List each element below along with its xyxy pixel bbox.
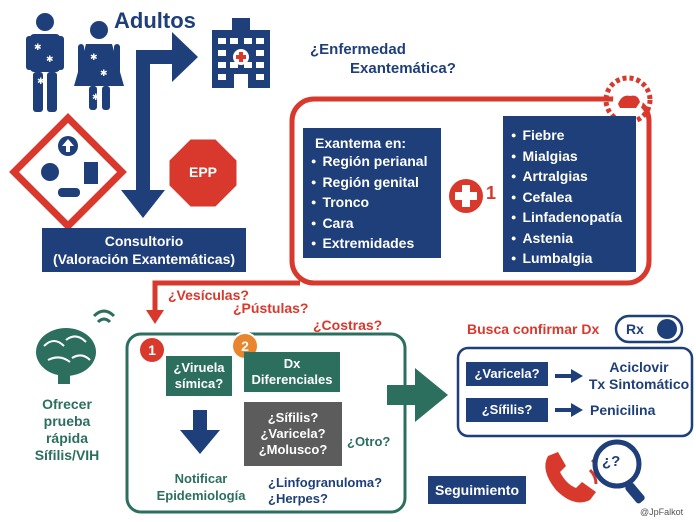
badge-2-label: 2 xyxy=(241,338,249,354)
notificar-label: Notificar Epidemiología xyxy=(146,470,256,504)
down-arrow-icon xyxy=(180,410,220,454)
right-arrow-icon xyxy=(387,368,448,422)
exantema-item: Extremidades xyxy=(311,234,441,255)
svg-text:✱: ✱ xyxy=(100,69,108,79)
symptoms-list: Fiebre Mialgias Artralgias Cefalea Linfa… xyxy=(511,126,636,270)
answer-line: Tx Sintomático xyxy=(588,376,690,392)
ofrecer-line: Sífilis/VIH xyxy=(34,447,100,463)
symptoms-frame xyxy=(289,96,652,286)
seguimiento-box: Seguimiento xyxy=(428,476,526,504)
symptom-item: Linfadenopatía xyxy=(511,208,636,229)
svg-text:✱: ✱ xyxy=(92,93,100,103)
lesion-costras: ¿Costras? xyxy=(313,317,383,333)
epp-label: EPP xyxy=(188,164,217,180)
main-question-line-2: Exantemática? xyxy=(350,60,456,77)
confirm-frame xyxy=(456,346,694,438)
badge-1-label: 1 xyxy=(148,342,156,358)
exantema-item: Región genital xyxy=(311,173,441,194)
symptoms-box: Fiebre Mialgias Artralgias Cefalea Linfa… xyxy=(503,116,636,272)
credit-label: @JpFalkot xyxy=(640,507,684,517)
notificar-line-2: Epidemiología xyxy=(156,488,246,503)
otro-label: ¿Otro? xyxy=(347,434,391,449)
plus-one-label: 1 xyxy=(486,183,497,203)
svg-text:✱: ✱ xyxy=(90,53,98,63)
badge-1 xyxy=(138,336,166,364)
svg-text:✱: ✱ xyxy=(46,55,54,65)
symptom-item: Fiebre xyxy=(511,126,636,147)
connector-arrow xyxy=(152,280,300,312)
dx-line-2: Diferenciales xyxy=(251,372,333,387)
differential-item: ¿Molusco? xyxy=(258,442,328,457)
ofrecer-line: prueba xyxy=(43,413,91,429)
viruela-line-1: ¿Viruela xyxy=(173,360,225,375)
flow-arrow-icon xyxy=(121,32,198,218)
ofrecer-line: rápida xyxy=(45,430,88,446)
symptom-item: Mialgias xyxy=(511,147,636,168)
exantema-item: Cara xyxy=(311,214,441,235)
main-question: ¿Enfermedad Exantemática? xyxy=(310,40,456,78)
rx-label: Rx xyxy=(626,321,644,337)
svg-text:✱: ✱ xyxy=(37,77,45,87)
dx-line-1: Dx xyxy=(283,356,301,371)
linfo-label: ¿Linfogranuloma? ¿Herpes? xyxy=(268,475,382,507)
ppe-warning-icon xyxy=(9,113,127,231)
magnifier-icon xyxy=(592,439,645,504)
ofrecer-label: Ofrecer prueba rápida Sífilis/VIH xyxy=(20,396,114,464)
differentials-box: ¿Sífilis? ¿Varicela? ¿Molusco? xyxy=(244,402,342,466)
confirm-answer-sifilis: Penicilina xyxy=(590,402,656,418)
symptom-item: Artralgias xyxy=(511,167,636,188)
virus-icon xyxy=(603,75,653,125)
main-question-line-1: ¿Enfermedad xyxy=(310,41,406,58)
consultorio-box: Consultorio (Valoración Exantemáticas) xyxy=(42,228,246,272)
ofrecer-line: Ofrecer xyxy=(42,396,92,412)
linfo-line-2: ¿Herpes? xyxy=(268,491,328,506)
exantema-list: Región perianal Región genital Tronco Ca… xyxy=(311,152,441,255)
differential-item: ¿Sífilis? xyxy=(267,410,319,425)
wifi-icon xyxy=(92,309,116,324)
viruela-box: ¿Viruela símica? xyxy=(166,356,232,396)
symptom-item: Astenia xyxy=(511,229,636,250)
answer-line: Aciclovir xyxy=(609,359,669,375)
exantema-item: Región perianal xyxy=(311,152,441,173)
confirm-question-sifilis: ¿Sífilis? xyxy=(466,398,548,422)
dx-diferenciales-box: Dx Diferenciales xyxy=(244,352,340,392)
epp-sign-icon xyxy=(166,136,240,210)
notificar-line-1: Notificar xyxy=(174,471,228,486)
male-person-icon xyxy=(26,13,64,112)
svg-text:✱: ✱ xyxy=(34,43,42,53)
confirm-question-varicela: ¿Varicela? xyxy=(466,362,548,386)
confirm-answer-varicela: Aciclovir Tx Sintomático xyxy=(586,359,692,393)
symptom-item: Cefalea xyxy=(511,188,636,209)
exantema-heading: Exantema en: xyxy=(315,135,407,151)
confirm-label: Busca confirmar Dx xyxy=(467,321,600,337)
differential-item: ¿Varicela? xyxy=(260,426,326,441)
consultorio-line-1: Consultorio xyxy=(104,233,184,249)
magnifier-question: ¿? xyxy=(602,453,621,470)
exantema-item: Tronco xyxy=(311,193,441,214)
consultorio-line-2: (Valoración Exantemáticas) xyxy=(52,251,236,267)
linfo-line-1: ¿Linfogranuloma? xyxy=(268,475,383,490)
lesion-vesiculas: ¿Vesículas? xyxy=(168,287,249,303)
page-title: Adultos xyxy=(114,8,196,33)
hospital-icon xyxy=(212,18,270,88)
symptom-item: Lumbalgia xyxy=(511,249,636,270)
viruela-line-2: símica? xyxy=(174,376,224,391)
exantema-box: Exantema en: Región perianal Región geni… xyxy=(303,128,441,258)
brain-icon xyxy=(36,328,96,384)
female-person-icon xyxy=(74,21,124,110)
lesion-pustulas: ¿Pústulas? xyxy=(233,300,309,316)
